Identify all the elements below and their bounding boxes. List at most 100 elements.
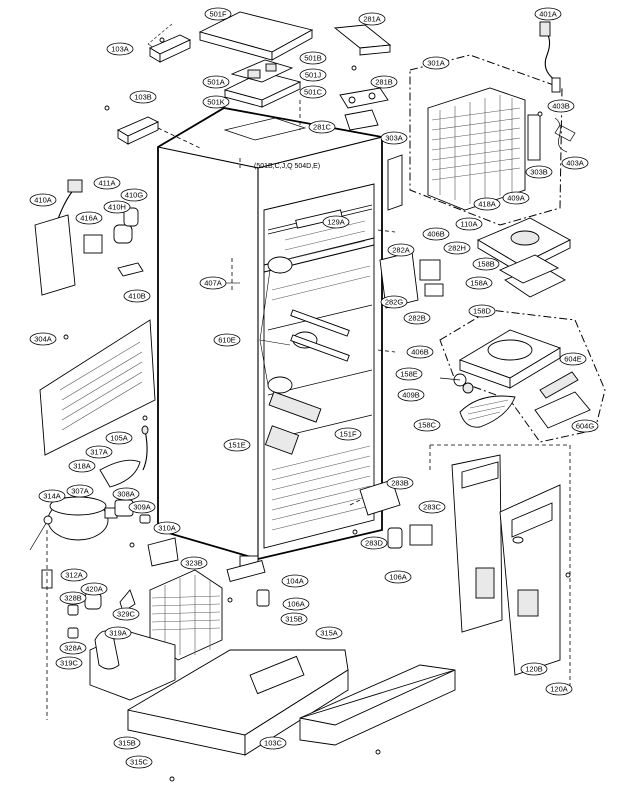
part-label-407A: 407A: [199, 276, 227, 290]
svg-text:120B: 120B: [525, 665, 543, 674]
svg-text:315B: 315B: [285, 615, 303, 624]
top-note: (501B,C,J,Q 504D,E): [254, 163, 320, 170]
svg-text:281A: 281A: [363, 15, 381, 24]
svg-text:158E: 158E: [400, 370, 418, 379]
part-label-282H: 282H: [443, 241, 471, 255]
part-label-301A: 301A: [422, 56, 450, 70]
svg-text:282G: 282G: [385, 298, 404, 307]
svg-text:106A: 106A: [389, 573, 407, 582]
part-label-409A: 409A: [502, 191, 530, 205]
kickplate-103c: [299, 664, 456, 746]
part-label-501C: 501C: [299, 85, 327, 99]
hinge-plate-281c: [344, 109, 379, 131]
relay-317a: [99, 459, 141, 488]
svg-text:283C: 283C: [423, 503, 442, 512]
part-label-304A: 304A: [29, 332, 57, 346]
part-label-403B: 403B: [547, 99, 575, 113]
hinge-cover-103b: [117, 116, 160, 145]
part-label-303B: 303B: [525, 165, 553, 179]
svg-text:303A: 303A: [385, 134, 403, 143]
part-label-158B: 158B: [472, 257, 500, 271]
part-label-282B: 282B: [403, 311, 431, 325]
svg-text:104A: 104A: [286, 577, 304, 586]
svg-text:103B: 103B: [134, 93, 152, 102]
part-label-604E: 604E: [559, 352, 587, 366]
compressor-307a: [29, 496, 118, 551]
hinge-283: [359, 479, 433, 549]
part-label-151E: 151E: [223, 438, 251, 452]
part-label-406B-upper: 406B: [422, 227, 450, 241]
svg-text:315B: 315B: [118, 739, 136, 748]
svg-text:151F: 151F: [339, 430, 357, 439]
svg-text:410A: 410A: [34, 196, 52, 205]
part-label-610E: 610E: [213, 333, 241, 347]
part-label-281B: 281B: [370, 75, 398, 89]
part-label-315B-lower: 315B: [113, 736, 141, 750]
svg-text:501A: 501A: [207, 78, 225, 87]
top-cover-501f: [198, 11, 314, 61]
part-label-120A: 120A: [545, 682, 573, 696]
svg-text:103C: 103C: [264, 739, 283, 748]
svg-text:282H: 282H: [448, 244, 466, 253]
part-label-328B: 328B: [59, 591, 87, 605]
part-label-319C: 319C: [55, 656, 83, 670]
part-label-501B: 501B: [299, 51, 327, 65]
svg-text:309A: 309A: [133, 503, 151, 512]
svg-text:303B: 303B: [530, 168, 548, 177]
svg-text:409A: 409A: [507, 194, 525, 203]
svg-text:328A: 328A: [64, 644, 82, 653]
part-label-501K: 501K: [202, 95, 230, 109]
hinge-bracket-281b: [339, 87, 389, 109]
svg-text:604E: 604E: [564, 355, 582, 364]
leveling-feet: [41, 530, 270, 720]
part-label-282G: 282G: [380, 295, 408, 309]
svg-text:319A: 319A: [109, 629, 127, 638]
part-label-103C: 103C: [259, 736, 287, 750]
svg-text:106A: 106A: [287, 600, 305, 609]
part-label-319A: 319A: [104, 626, 132, 640]
evaporator-group: [409, 54, 576, 226]
part-label-309A: 309A: [128, 500, 156, 514]
part-label-129A: 129A: [322, 215, 350, 229]
part-label-315C: 315C: [125, 755, 153, 769]
part-label-317A: 317A: [85, 445, 113, 459]
part-label-328A: 328A: [59, 641, 87, 655]
heater-604: [534, 371, 591, 429]
part-label-281A: 281A: [358, 12, 386, 26]
part-label-318A: 318A: [68, 459, 96, 473]
svg-text:304A: 304A: [34, 335, 52, 344]
part-label-158E: 158E: [395, 367, 423, 381]
refrigerator-cabinet: [157, 107, 383, 567]
part-label-307A: 307A: [66, 484, 94, 498]
svg-text:410H: 410H: [108, 203, 126, 212]
part-label-420A: 420A: [80, 582, 108, 596]
svg-text:328B: 328B: [64, 594, 82, 603]
svg-text:329C: 329C: [117, 610, 136, 619]
svg-text:406B: 406B: [411, 348, 429, 357]
part-label-501F: 501F: [204, 7, 232, 21]
svg-text:410G: 410G: [125, 191, 144, 200]
svg-text:158D: 158D: [473, 307, 492, 316]
svg-text:158C: 158C: [418, 421, 437, 430]
svg-text:314A: 314A: [43, 492, 61, 501]
svg-text:158A: 158A: [470, 279, 488, 288]
svg-text:501F: 501F: [209, 10, 227, 19]
part-label-416A: 416A: [75, 211, 103, 225]
part-label-151F: 151F: [334, 427, 362, 441]
part-label-410A: 410A: [29, 193, 57, 207]
part-label-120B: 120B: [520, 662, 548, 676]
svg-text:409B: 409B: [402, 391, 420, 400]
svg-text:110A: 110A: [461, 220, 478, 229]
part-label-410H: 410H: [103, 200, 131, 214]
svg-text:120A: 120A: [550, 685, 568, 694]
svg-text:401A: 401A: [539, 10, 557, 19]
part-label-315A: 315A: [315, 626, 343, 640]
part-label-323B: 323B: [180, 556, 208, 570]
svg-text:282A: 282A: [392, 246, 410, 255]
control-box-501: [223, 59, 302, 108]
part-label-103A: 103A: [106, 42, 134, 56]
part-label-329C: 329C: [112, 607, 140, 621]
drain-pipe-105a: [141, 425, 149, 471]
hinge-cover-103a: [149, 34, 192, 63]
